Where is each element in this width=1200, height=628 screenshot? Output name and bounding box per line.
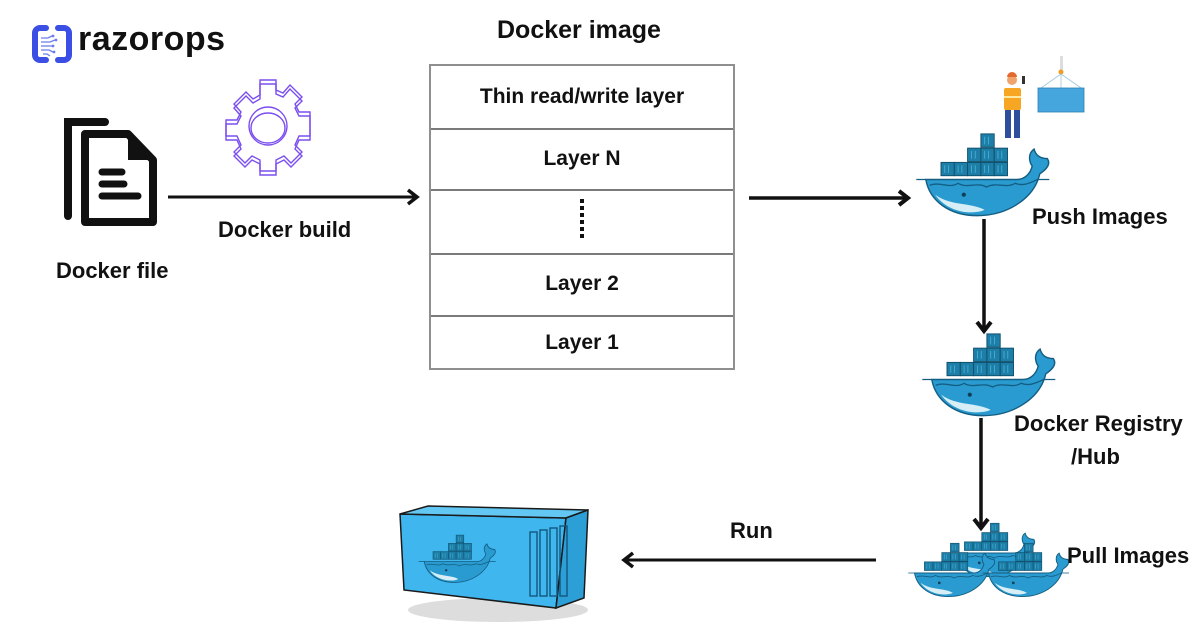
registry-label-line2: /Hub (1071, 444, 1120, 469)
docker-file-label: Docker file (56, 258, 169, 283)
push-to-registry-arrow (975, 219, 993, 335)
docker-image-title: Docker image (497, 16, 661, 44)
document-icon (64, 118, 157, 226)
docker-build-arrow (168, 188, 420, 206)
run-arrow (621, 551, 876, 569)
layer-n: Layer N (431, 128, 733, 191)
registry-label-line1: Docker Registry (1014, 411, 1183, 436)
registry-to-pull-arrow (972, 418, 990, 532)
docker-whales-group-icon (907, 522, 1070, 598)
docker-image-layers: Thin read/write layer Layer N Layer 2 La… (429, 64, 735, 370)
layer-2: Layer 2 (431, 253, 733, 317)
razorops-logo-icon (32, 25, 72, 63)
vertical-ellipsis-icon (580, 199, 584, 238)
layer-label: Layer N (543, 146, 621, 170)
brand-name: razorops (78, 20, 226, 58)
layer-label: Layer 2 (545, 272, 619, 295)
docker-whale-with-crane-icon (915, 56, 1085, 217)
brand-logo: razorops (30, 20, 240, 66)
run-label: Run (730, 518, 773, 543)
gear-icon (225, 79, 311, 176)
push-images-label: Push Images (1032, 204, 1168, 229)
docker-build-label: Docker build (218, 217, 352, 242)
docker-container-icon (399, 505, 589, 622)
layer-ellipsis (431, 189, 733, 255)
layer-1: Layer 1 (431, 315, 733, 370)
layer-thin-rw: Thin read/write layer (431, 66, 733, 130)
push-arrow (749, 189, 912, 207)
crane-hook (1037, 56, 1085, 91)
layer-label: Thin read/write layer (479, 85, 685, 108)
hanging-container (1037, 87, 1085, 113)
pull-images-label: Pull Images (1067, 543, 1190, 568)
worker-figure (1004, 72, 1025, 138)
layer-label: Layer 1 (545, 330, 619, 354)
